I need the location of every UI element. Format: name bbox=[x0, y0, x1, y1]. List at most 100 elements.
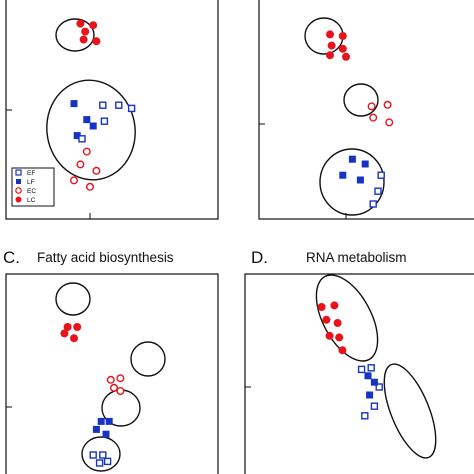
cluster-outline-c-1 bbox=[130, 341, 166, 377]
point-c-lf-9 bbox=[105, 417, 113, 425]
point-c-lc-3 bbox=[70, 334, 78, 343]
point-d-ef-14 bbox=[361, 412, 369, 420]
point-d-ef-7 bbox=[357, 365, 366, 374]
cluster-outline-a-1 bbox=[46, 79, 136, 181]
panel-d-frame bbox=[244, 273, 474, 474]
point-a-lc-0 bbox=[76, 19, 85, 28]
point-c-lc-0 bbox=[63, 323, 72, 331]
panel-b bbox=[258, 0, 474, 220]
legend-label-ef: EF bbox=[27, 170, 35, 177]
point-a-lc-1 bbox=[89, 21, 98, 30]
point-b-lc-3 bbox=[338, 44, 347, 53]
point-a-lc-4 bbox=[92, 37, 101, 46]
point-d-ef-9 bbox=[375, 383, 383, 391]
point-b-ec-8 bbox=[369, 113, 378, 122]
point-b-lf-13 bbox=[356, 176, 364, 184]
point-b-ec-7 bbox=[383, 100, 392, 109]
point-a-lf-5 bbox=[70, 100, 78, 108]
cluster-outline-b-0 bbox=[304, 17, 344, 55]
point-b-lc-2 bbox=[327, 41, 336, 50]
point-c-ef-13 bbox=[99, 451, 107, 459]
legend-marker-lc bbox=[15, 196, 22, 203]
point-b-lc-1 bbox=[338, 32, 347, 40]
legend-label-ec: EC bbox=[27, 188, 36, 195]
panel-a-plot bbox=[46, 18, 136, 191]
point-b-lc-5 bbox=[342, 52, 350, 61]
panel-a: EF LF EC LC bbox=[5, 0, 219, 220]
cluster-outline-d-0 bbox=[315, 274, 379, 362]
legend-marker-ef bbox=[15, 169, 22, 176]
panel-b-plot bbox=[304, 17, 394, 216]
point-c-ec-4 bbox=[106, 375, 115, 384]
point-b-ec-6 bbox=[367, 102, 376, 111]
panel-c-frame bbox=[5, 273, 219, 474]
point-b-ef-16 bbox=[369, 200, 377, 208]
point-c-ec-6 bbox=[109, 383, 118, 392]
point-d-lf-12 bbox=[370, 378, 378, 386]
panel-d-plot bbox=[315, 274, 437, 459]
point-a-ef-18 bbox=[78, 135, 86, 143]
point-d-ef-8 bbox=[367, 364, 375, 372]
legend-marker-ec bbox=[15, 187, 22, 194]
point-b-lc-0 bbox=[326, 30, 334, 39]
point-b-ef-14 bbox=[377, 171, 385, 179]
legend-label-lf: LF bbox=[27, 179, 35, 186]
panel-d-title: RNA metabolism bbox=[306, 250, 407, 265]
point-a-ef-10 bbox=[115, 101, 123, 109]
point-a-ef-9 bbox=[99, 101, 107, 109]
point-b-lf-11 bbox=[361, 160, 369, 168]
point-c-ec-7 bbox=[116, 387, 125, 396]
point-b-lf-12 bbox=[339, 171, 347, 179]
point-d-lf-13 bbox=[366, 391, 374, 399]
point-d-lf-11 bbox=[364, 372, 372, 380]
point-a-ec-16 bbox=[85, 182, 94, 191]
point-c-lc-2 bbox=[60, 329, 69, 338]
panel-c: C. Fatty acid biosynthesis bbox=[3, 248, 219, 474]
legend-marker-lf bbox=[16, 179, 21, 184]
point-d-lc-5 bbox=[335, 333, 344, 342]
cluster-outline-b-2 bbox=[319, 148, 385, 216]
panel-c-plot bbox=[55, 282, 166, 472]
point-a-ef-17 bbox=[100, 117, 109, 125]
point-a-ef-11 bbox=[127, 104, 136, 113]
panel-c-title: Fatty acid biosynthesis bbox=[37, 250, 174, 265]
point-b-lc-4 bbox=[326, 51, 334, 60]
point-a-lc-2 bbox=[81, 27, 90, 36]
legend-label-lc: LC bbox=[27, 197, 36, 204]
point-a-ec-14 bbox=[92, 166, 101, 175]
point-c-ec-5 bbox=[116, 374, 125, 383]
cluster-outline-d-1 bbox=[383, 363, 437, 459]
point-c-lf-11 bbox=[102, 430, 110, 438]
point-b-ec-9 bbox=[385, 118, 394, 127]
point-b-ef-15 bbox=[374, 187, 382, 195]
point-a-ec-12 bbox=[82, 147, 91, 156]
point-c-lf-10 bbox=[92, 425, 100, 433]
panel-a-legend: EF LF EC LC bbox=[11, 167, 55, 207]
point-d-lc-6 bbox=[338, 346, 347, 355]
point-c-ef-14 bbox=[95, 459, 104, 467]
point-a-ec-13 bbox=[76, 160, 85, 169]
point-c-lf-8 bbox=[97, 417, 105, 425]
panel-b-frame bbox=[258, 0, 474, 220]
cluster-outline-a-0 bbox=[55, 18, 95, 52]
point-a-lc-3 bbox=[79, 35, 88, 44]
point-c-lc-1 bbox=[73, 323, 82, 331]
point-d-lc-0 bbox=[317, 303, 326, 311]
point-c-ef-12 bbox=[89, 451, 97, 459]
panel-a-frame bbox=[5, 0, 219, 220]
point-d-ef-10 bbox=[370, 402, 379, 410]
cluster-outline-c-0 bbox=[55, 282, 91, 316]
panel-d: D. RNA metabolism bbox=[244, 248, 474, 474]
point-d-lc-1 bbox=[330, 301, 339, 310]
point-a-ec-15 bbox=[69, 176, 78, 185]
panel-c-letter: C. bbox=[3, 248, 20, 267]
cluster-outline-b-1 bbox=[343, 83, 379, 117]
point-a-lf-7 bbox=[83, 116, 91, 124]
point-d-lc-4 bbox=[325, 331, 334, 340]
point-a-lf-6 bbox=[89, 122, 97, 130]
cluster-outline-c-3 bbox=[81, 436, 121, 472]
point-c-ef-15 bbox=[103, 457, 112, 466]
point-d-lc-2 bbox=[322, 315, 331, 324]
panel-d-letter: D. bbox=[251, 248, 268, 267]
